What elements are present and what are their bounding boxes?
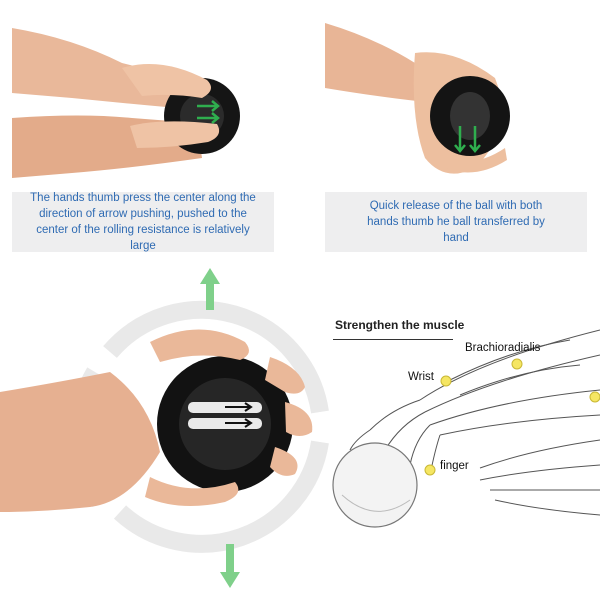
wrist-label: Wrist [408,371,434,383]
down-arrow-icon [220,544,240,588]
finger-label: finger [440,460,469,472]
bottom-left-photo [0,262,330,600]
top-left-caption-box: The hands thumb press the center along t… [12,192,274,252]
top-left-photo [12,8,274,188]
brachioradialis-label: Brachioradialis [465,342,541,354]
double-arrow-icon [197,100,220,124]
anatomy-sketch [330,300,600,530]
top-left-caption: The hands thumb press the center along t… [30,192,256,252]
top-right-caption: Quick release of the ball with both hand… [367,200,545,244]
up-arrow-icon [200,268,220,310]
top-right-photo [325,8,587,188]
two-hands-pressing-ball-illustration [12,28,240,178]
one-hand-holding-ball-illustration [325,23,510,174]
top-right-caption-box: Quick release of the ball with both hand… [325,192,587,252]
heading-underline [333,339,453,340]
double-arrow-icon [225,402,253,428]
anatomy-heading: Strengthen the muscle [335,318,465,332]
arm-bones-illustration [332,329,600,528]
hand-rotating-ball-illustration [0,268,329,588]
